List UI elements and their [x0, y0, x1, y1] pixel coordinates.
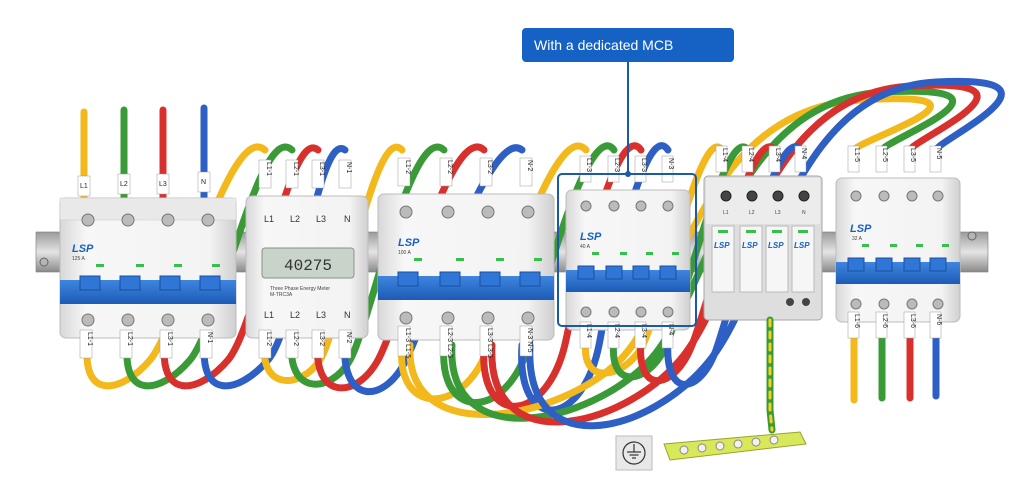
fb1: L1-4: [585, 324, 592, 338]
spd-wire-labels: L1-4 L2-4 L3-4 N-4: [715, 145, 807, 173]
hb1: L1-3 L1-5: [404, 328, 411, 358]
spd-term-1: L1: [723, 210, 729, 216]
main-mcb-rating: 125 A: [72, 256, 85, 262]
f1: L1-3: [585, 158, 592, 172]
hb2: L2-3 L2-5: [446, 328, 453, 358]
h1: L1-2: [404, 160, 411, 174]
incoming-label-l2: L2: [120, 181, 128, 188]
hb3: L3-3 L3-5: [486, 328, 493, 358]
ml-3: L3-1: [166, 332, 173, 346]
main-mcb-bottom-labels: L1-1 L2-1 L3-1 N-1: [79, 329, 213, 359]
meter-reading: 40275: [284, 257, 332, 275]
mcb-40a-dedicated: LSP 40 A: [565, 189, 691, 331]
meter-term-top-1: L1: [264, 214, 274, 224]
meter-term-top-2: L2: [290, 214, 300, 224]
h4: N-2: [526, 160, 533, 171]
outgoing-feeders: [850, 316, 940, 404]
brand-logo: LSP: [72, 243, 94, 255]
brand-logo-100a: LSP: [398, 237, 420, 249]
mb-1: L1-2: [265, 332, 272, 346]
incoming-label-n: N: [201, 179, 206, 186]
s2: L2-4: [747, 148, 754, 162]
fb2: L2-4: [613, 324, 620, 338]
h3: L3-2: [486, 160, 493, 174]
spd-logo-4: LSP: [794, 241, 810, 250]
mb-2: L2-2: [292, 332, 299, 346]
mcb-32a-rating: 32 A: [852, 236, 863, 242]
brand-logo-40a: LSP: [580, 231, 602, 243]
t3: L3-5: [909, 148, 916, 162]
t1: L1-5: [853, 148, 860, 162]
meter-term-bot-1: L1: [264, 310, 274, 320]
earth-busbar: [663, 431, 807, 461]
earth-wire: [766, 316, 776, 434]
meter-term-bot-3: L3: [316, 310, 326, 320]
spd-logo-2: LSP: [742, 241, 758, 250]
s4: N-4: [800, 148, 807, 159]
mcb-100a-rating: 100 A: [398, 250, 411, 256]
mcb-40a-labels: L1-3 L2-3 L3-3 N-3 L1-4 L2-4 L3-4 N-4: [579, 155, 674, 349]
tb3: L3-6: [909, 314, 916, 328]
brand-logo-32a: LSP: [850, 223, 872, 235]
spd-logo-1: LSP: [714, 241, 730, 250]
spd-term-3: L3: [775, 210, 781, 216]
mt-4: N-1: [345, 162, 352, 173]
fb4: N-4: [667, 324, 674, 335]
mcb-40a-rating: 40 A: [580, 244, 591, 250]
f4: N-3: [667, 158, 674, 169]
mt-3: L3-1: [318, 162, 325, 176]
meter-term-bot-2: L2: [290, 310, 300, 320]
mt-1: L1-1: [265, 162, 272, 176]
tb4: N-6: [935, 314, 942, 325]
s1: L1-4: [721, 148, 728, 162]
mb-4: N-2: [345, 332, 352, 343]
mcb-32a-labels: L1-5 L2-5 L3-5 N-5 L1-6 L2-6 L3-6 N-6: [847, 145, 942, 339]
t2: L2-5: [881, 148, 888, 162]
earth-ground-icon: [615, 435, 653, 471]
spd-term-4: N: [802, 210, 806, 216]
f3: L3-3: [640, 158, 647, 172]
fb3: L3-4: [640, 324, 647, 338]
mb-3: L3-2: [318, 332, 325, 346]
tb2: L2-6: [881, 314, 888, 328]
incoming-labels: L1 L2 L3 N: [77, 171, 211, 197]
s3: L3-4: [774, 148, 781, 162]
incoming-label-l1: L1: [80, 183, 88, 190]
meter-model: M-TRC3A: [270, 292, 293, 298]
meter-term-bot-4: N: [344, 310, 351, 320]
f2: L2-3: [613, 158, 620, 172]
hb4: N-3 N-5: [526, 328, 533, 353]
spd-logo-3: LSP: [768, 241, 784, 250]
t4: N-5: [935, 148, 942, 159]
callout-label: With a dedicated MCB: [534, 37, 673, 53]
energy-meter: L1 L2 L3 N 40275 Three Phase Energy Mete…: [245, 195, 369, 339]
ml-4: N-1: [206, 332, 213, 343]
mcb-32a: LSP 32 A: [835, 177, 961, 323]
mt-2: L2-1: [292, 162, 299, 176]
meter-term-top-3: L3: [316, 214, 326, 224]
mcb-100a-labels: L1-2 L2-2 L3-2 N-2 L1-3 L1-5 L2-3 L2-5 L…: [397, 157, 533, 358]
incoming-feeders: [80, 104, 208, 216]
main-mcb-125a: LSP 125 A: [59, 197, 237, 339]
dedicated-mcb-highlight: With a dedicated MCB: [522, 28, 734, 327]
spd-term-2: L2: [749, 210, 755, 216]
incoming-label-l3: L3: [159, 181, 167, 188]
jumper-wires: [83, 77, 1005, 430]
mcb-100a: LSP 100 A: [377, 193, 555, 341]
surge-protection-device: L1 L2 L3 N LSP LSP LSP LSP: [703, 175, 823, 321]
meter-title: Three Phase Energy Meter: [270, 286, 330, 292]
tb1: L1-6: [853, 314, 860, 328]
meter-wire-labels: L1-1 L2-1 L3-1 N-1 L1-2 L2-2 L3-2 N-2: [258, 159, 352, 359]
ml-2: L2-1: [126, 332, 133, 346]
ml-1: L1-1: [86, 332, 93, 346]
meter-term-top-4: N: [344, 214, 351, 224]
h2: L2-2: [446, 160, 453, 174]
